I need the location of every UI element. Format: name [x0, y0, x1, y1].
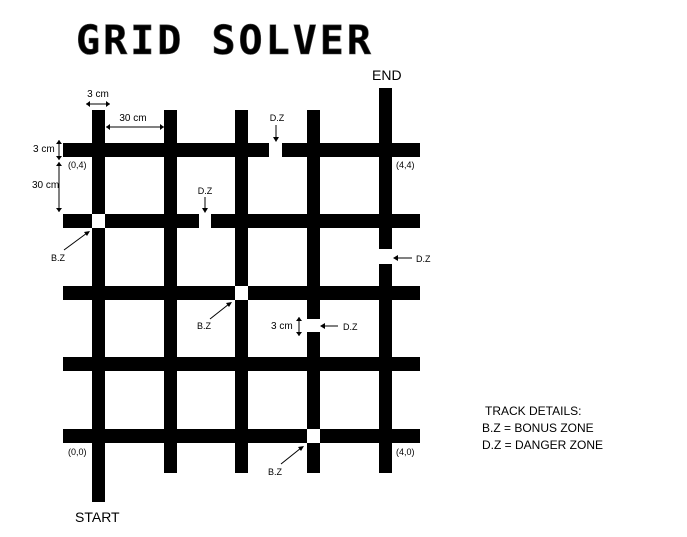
track-col-1: [164, 110, 177, 473]
dz-label-col3: D.Z: [343, 322, 358, 332]
end-label: END: [372, 67, 402, 83]
track-col-4-top: [379, 88, 392, 249]
bz-label-3-0: B.Z: [268, 467, 283, 477]
bonus-zone-0-3: [92, 214, 105, 228]
bonus-zone-2-2: [235, 286, 248, 300]
bz-arrow-0-3: [63, 232, 88, 251]
track-details-heading: TRACK DETAILS:: [485, 404, 582, 418]
bz-label-2-2: B.Z: [197, 321, 212, 331]
dimension-annotations: 3 cm 30 cm 3 cm 30 cm 3 cm: [32, 89, 302, 336]
coord-label-4-0: (4,0): [396, 447, 415, 457]
track-col-0: [92, 110, 105, 502]
track-details-legend: TRACK DETAILS: B.Z = BONUS ZONE D.Z = DA…: [482, 403, 603, 454]
start-label: START: [75, 509, 120, 525]
dim-line-width-label: 3 cm: [87, 89, 109, 100]
track-row-3-left: [63, 214, 199, 228]
dim-gap-label: 3 cm: [271, 321, 293, 332]
title: GRID SOLVER: [76, 18, 374, 64]
danger-zone-callouts: D.Z D.Z D.Z D.Z: [198, 113, 431, 332]
dz-label-right: D.Z: [416, 254, 431, 264]
coord-label-4-4: (4,4): [396, 160, 415, 170]
dim-line-height-label: 3 cm: [33, 144, 55, 155]
coord-label-0-0: (0,0): [68, 447, 87, 457]
bonus-zone-callouts: B.Z B.Z B.Z: [51, 231, 304, 477]
track-row-4-right: [282, 143, 420, 157]
danger-zone-definition: D.Z = DANGER ZONE: [482, 438, 604, 452]
coord-label-0-4: (0,4): [68, 160, 87, 170]
bonus-zone-definition: B.Z = BONUS ZONE: [482, 421, 594, 435]
dz-label-top: D.Z: [270, 113, 285, 123]
track-col-3-bottom: [307, 332, 320, 473]
bz-arrow-2-2: [209, 303, 230, 320]
bz-arrow-3-0: [280, 447, 302, 465]
track-col-3-top: [307, 110, 320, 319]
track-col-4-bottom: [379, 264, 392, 473]
vertical-tracks: [92, 88, 392, 502]
bz-label-0-3: B.Z: [51, 253, 66, 263]
dz-label-row3: D.Z: [198, 186, 213, 196]
dim-spacing-h-label: 30 cm: [119, 113, 146, 124]
dim-spacing-v-label: 30 cm: [32, 180, 59, 191]
bonus-zone-3-0: [307, 429, 320, 443]
bonus-zones: [92, 214, 320, 443]
